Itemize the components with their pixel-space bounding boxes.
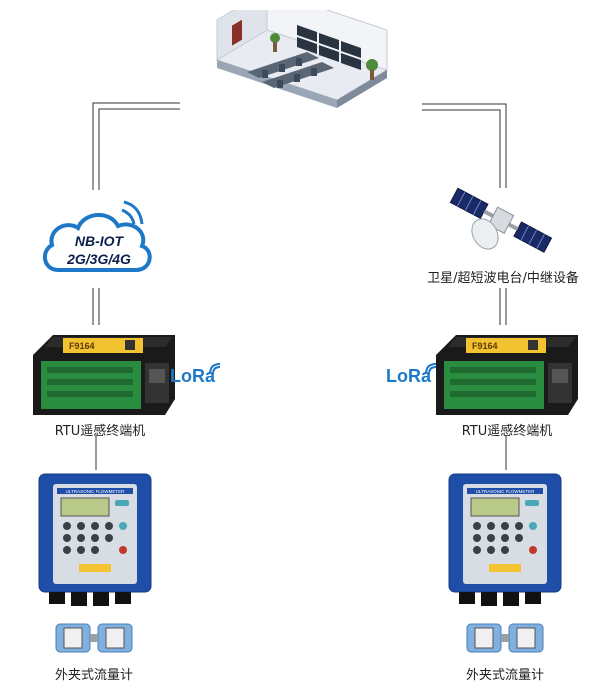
rtu-chip-text: F9164 <box>69 341 95 351</box>
clamp-sensor-right <box>466 623 544 653</box>
meter-label-right: 外夹式流量计 <box>465 668 544 683</box>
flowmeter-left: ULTRASONIC FLOWMETER <box>38 473 152 606</box>
meter-label-left: 外夹式流量计 <box>54 668 133 683</box>
flowmeter-right: ULTRASONIC FLOWMETER <box>448 473 562 606</box>
rtu-label-right: RTU遥感终端机 <box>461 424 553 439</box>
rtu-device-right: F9164 <box>436 335 578 415</box>
cloud-icon <box>42 200 152 272</box>
rtu-chip-text: F9164 <box>472 341 498 351</box>
rtu-device-left: F9164 <box>33 335 175 415</box>
meter-screen-header: ULTRASONIC FLOWMETER <box>476 489 535 494</box>
rtu-label-left: RTU遥感终端机 <box>54 424 146 439</box>
cloud-network-line2: 2G/3G/4G <box>67 251 131 267</box>
wireless-signal-icon <box>209 363 221 375</box>
control-room-illustration <box>215 10 389 108</box>
satellite-label: 卫星/超短波电台/中继设备 <box>427 271 579 286</box>
meter-screen-header: ULTRASONIC FLOWMETER <box>66 489 125 494</box>
satellite-icon <box>449 187 553 253</box>
lora-label-right: LoRa <box>386 366 431 386</box>
clamp-sensor-left <box>55 623 133 653</box>
cloud-network-line1: NB-IOT <box>74 233 124 249</box>
wireless-signal-icon <box>425 363 437 375</box>
lora-label-left: LoRa <box>170 366 215 386</box>
